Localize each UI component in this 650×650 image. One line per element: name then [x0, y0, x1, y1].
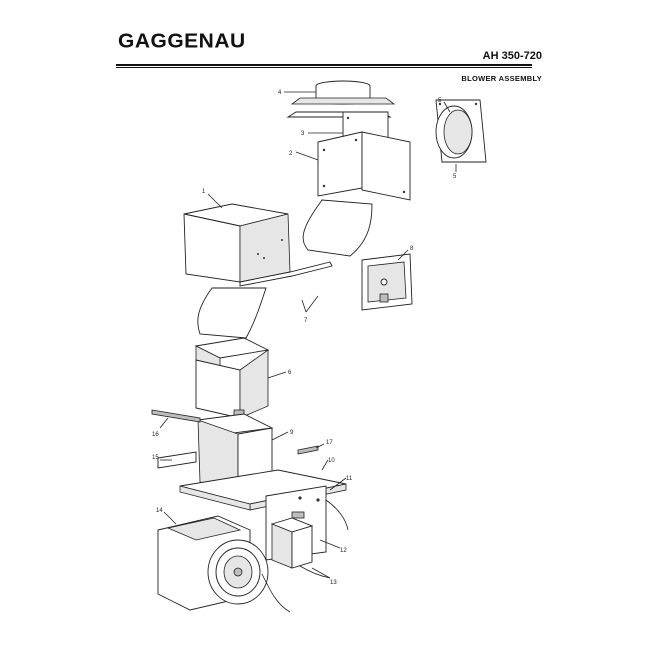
callout-9: 9 — [290, 430, 294, 436]
part-14-blower-motor — [157, 515, 291, 613]
callout-12: 12 — [340, 548, 347, 554]
callout-10: 10 — [328, 458, 335, 464]
part-2-flange-plate — [317, 131, 411, 201]
part-7-flex-duct — [197, 199, 373, 339]
callout-1: 1 — [202, 189, 206, 195]
callout-2: 2 — [289, 151, 293, 157]
diagram-title: BLOWER ASSEMBLY — [461, 74, 542, 83]
callout-3: 3 — [301, 131, 305, 137]
leader-lines — [159, 91, 457, 579]
callout-8: 8 — [410, 246, 414, 252]
part-17-clip — [297, 445, 319, 455]
callout-6: 6 — [288, 370, 292, 376]
callout-4: 4 — [278, 90, 282, 96]
callout-labels: 4 3 2 1 5 5 8 7 6 9 16 15 17 10 11 12 13… — [152, 90, 457, 586]
part-1-upper-housing — [183, 203, 333, 287]
part-13-capacitor — [270, 517, 331, 579]
part-5-round-connector — [435, 99, 487, 163]
callout-5-top: 5 — [438, 98, 442, 104]
header-rule-thin — [116, 67, 532, 68]
brand-logo: GAGGENAU — [118, 30, 246, 53]
callout-5: 5 — [453, 174, 457, 180]
callout-11: 11 — [346, 476, 353, 482]
callout-7: 7 — [304, 318, 308, 324]
callout-15: 15 — [152, 455, 159, 461]
callout-17: 17 — [326, 440, 333, 446]
model-number: AH 350-720 — [482, 50, 542, 62]
part-6-middle-housing — [194, 337, 270, 419]
part-8-side-panel — [361, 253, 413, 311]
part-16-rail — [151, 409, 201, 423]
callout-13: 13 — [330, 580, 337, 586]
callout-14: 14 — [156, 508, 163, 514]
callout-16: 16 — [152, 432, 159, 438]
header-rule — [116, 64, 532, 66]
